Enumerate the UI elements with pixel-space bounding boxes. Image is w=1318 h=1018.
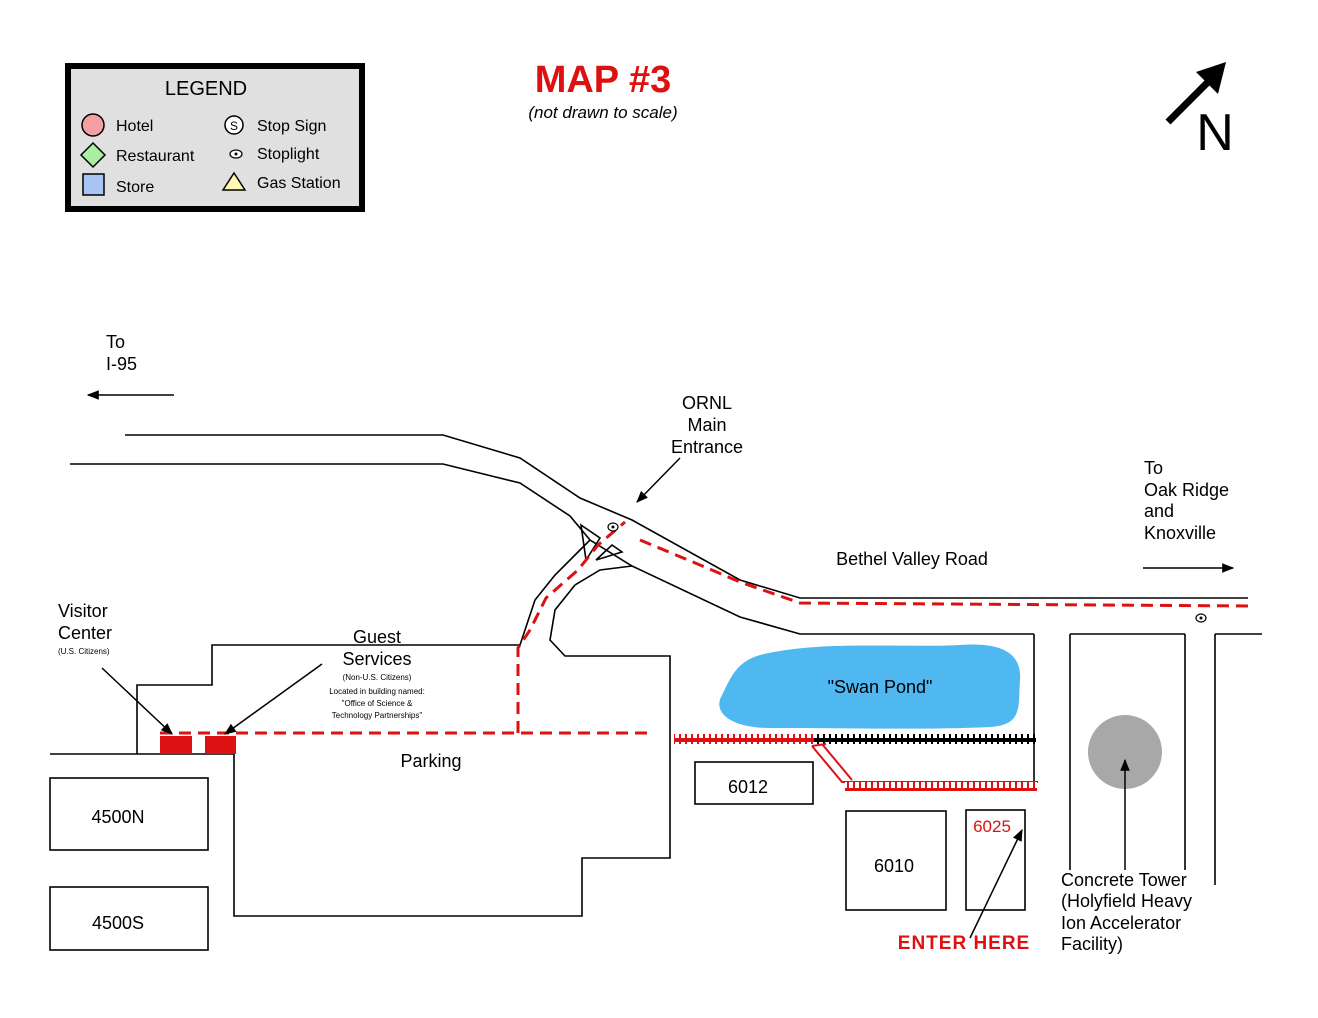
map-subtitle: (not drawn to scale) <box>528 103 677 122</box>
concrete-tower <box>1088 715 1162 789</box>
building-6012 <box>694 761 814 805</box>
stoplight-icon <box>607 522 619 532</box>
legend-store-label: Store <box>116 179 154 196</box>
legend-hotel-label: Hotel <box>116 118 153 135</box>
restaurant-icon <box>79 141 107 169</box>
building-6012-label: 6012 <box>728 777 768 797</box>
building-6025 <box>965 809 1026 911</box>
hotel-icon <box>81 113 105 137</box>
svg-text:(Holyfield Heavy: (Holyfield Heavy <box>1061 891 1192 911</box>
svg-text:Facility): Facility) <box>1061 934 1123 954</box>
walkway-track-lower <box>845 781 1037 791</box>
walking-route <box>160 520 1249 735</box>
svg-text:Knoxville: Knoxville <box>1144 523 1216 543</box>
building-6010 <box>845 810 947 911</box>
stoplight-icon <box>229 149 243 159</box>
guest-services-marker <box>205 736 236 754</box>
building-6010-label: 6010 <box>874 856 914 876</box>
legend-heading: LEGEND <box>165 78 247 100</box>
visitor-center-label: Visitor Center (U.S. Citizens) <box>58 601 112 656</box>
svg-text:Main: Main <box>687 415 726 435</box>
svg-text:Entrance: Entrance <box>671 437 743 457</box>
svg-text:I-95: I-95 <box>106 354 137 374</box>
enter-here-label: ENTER HERE <box>898 933 1030 954</box>
svg-text:S: S <box>230 119 238 133</box>
arrows <box>86 390 1235 939</box>
svg-text:ORNL: ORNL <box>682 393 732 413</box>
svg-text:Oak Ridge: Oak Ridge <box>1144 480 1229 500</box>
swan-pond <box>719 644 1021 729</box>
legend-stop-sign-label: Stop Sign <box>257 118 326 135</box>
gas-station-icon <box>221 171 247 191</box>
to-oak-ridge-label: To Oak Ridge and Knoxville <box>1144 458 1229 543</box>
legend-box: LEGEND Hotel Restaurant Store S Stop Sig… <box>65 63 365 212</box>
bethel-valley-road-label: Bethel Valley Road <box>836 549 988 569</box>
svg-text:"Office of Science &: "Office of Science & <box>342 699 413 708</box>
map-title: MAP #3 <box>535 59 672 101</box>
swan-pond-label: "Swan Pond" <box>828 677 933 697</box>
building-4500s-label: 4500S <box>92 913 144 933</box>
stop-sign-icon: S <box>224 115 244 135</box>
svg-text:Technology Partnerships": Technology Partnerships" <box>332 711 423 720</box>
svg-text:Visitor: Visitor <box>58 601 108 621</box>
store-icon <box>82 173 105 196</box>
svg-text:and: and <box>1144 501 1174 521</box>
svg-text:Center: Center <box>58 623 112 643</box>
ornl-main-entrance-label: ORNL Main Entrance <box>671 393 743 457</box>
svg-text:Guest: Guest <box>353 627 401 647</box>
stoplight-icon <box>1195 613 1207 623</box>
svg-text:(U.S. Citizens): (U.S. Citizens) <box>58 647 110 656</box>
svg-text:(Non-U.S. Citizens): (Non-U.S. Citizens) <box>343 673 412 682</box>
svg-text:To: To <box>106 332 125 352</box>
building-6025-label: 6025 <box>973 817 1011 836</box>
north-arrow-icon <box>1165 62 1226 125</box>
legend-restaurant-label: Restaurant <box>116 148 195 165</box>
visitor-center-marker <box>160 736 192 754</box>
roads <box>49 434 1262 951</box>
legend-stoplight-label: Stoplight <box>257 146 320 163</box>
parking-label: Parking <box>400 751 461 771</box>
guest-services-label: Guest Services (Non-U.S. Citizens) Locat… <box>329 627 425 720</box>
svg-text:To: To <box>1144 458 1163 478</box>
building-4500n-label: 4500N <box>91 807 144 827</box>
svg-text:Located in building named:: Located in building named: <box>329 687 425 696</box>
legend-gas-station-label: Gas Station <box>257 175 341 192</box>
svg-text:Services: Services <box>342 649 411 669</box>
track-black <box>814 734 1036 744</box>
north-label: N <box>1196 104 1234 162</box>
svg-text:Concrete Tower: Concrete Tower <box>1061 870 1187 890</box>
walkway-diagonal <box>811 743 1038 783</box>
concrete-tower-label: Concrete Tower (Holyfield Heavy Ion Acce… <box>1061 870 1192 954</box>
svg-text:Ion Accelerator: Ion Accelerator <box>1061 913 1181 933</box>
to-i95-label: To I-95 <box>106 332 137 374</box>
walkway-track <box>674 734 814 744</box>
